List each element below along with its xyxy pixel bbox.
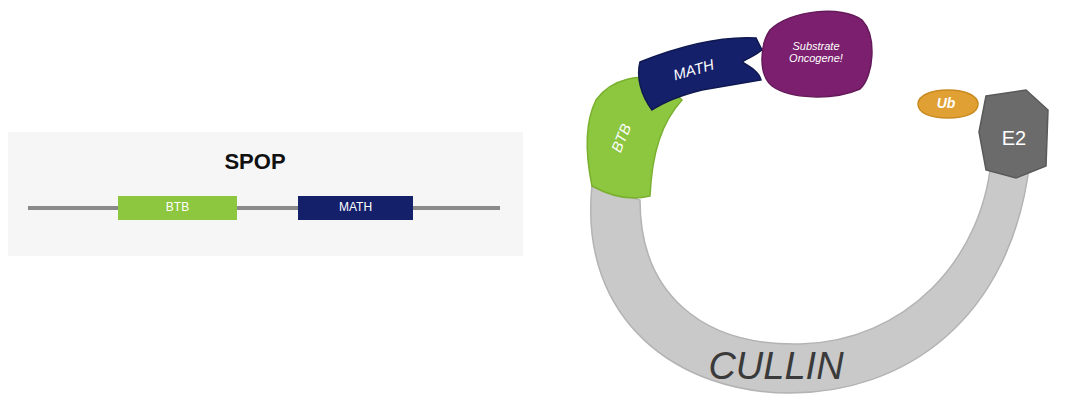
node-label: E2 [1002, 127, 1026, 149]
btb-domain-box: BTB [118, 196, 237, 220]
ubiquitin-shape-path [918, 90, 978, 118]
ubiquitin-shape: Ub [916, 88, 980, 120]
cullin-scaffold-path [591, 150, 1030, 393]
node-label: Ub [937, 96, 956, 111]
node-label: CULLIN [708, 346, 843, 388]
math-adaptor-shape-path [639, 38, 762, 110]
protein-title: SPOP [224, 149, 285, 175]
e2-enzyme-shape-path [979, 90, 1048, 178]
node-label: MATH [339, 201, 372, 214]
node-label: BTB [166, 201, 189, 214]
e2-enzyme-shape: E2 [976, 88, 1050, 180]
protein-backbone [28, 206, 500, 210]
substrate-oncogene-blob: Substrate Oncogene! [760, 8, 876, 102]
math-domain-box: MATH [298, 196, 413, 220]
panel-background [8, 132, 523, 256]
math-adaptor-shape: MATH [636, 30, 764, 112]
node-label: Substrate Oncogene! [774, 40, 858, 64]
substrate-oncogene-blob-path [762, 11, 872, 97]
